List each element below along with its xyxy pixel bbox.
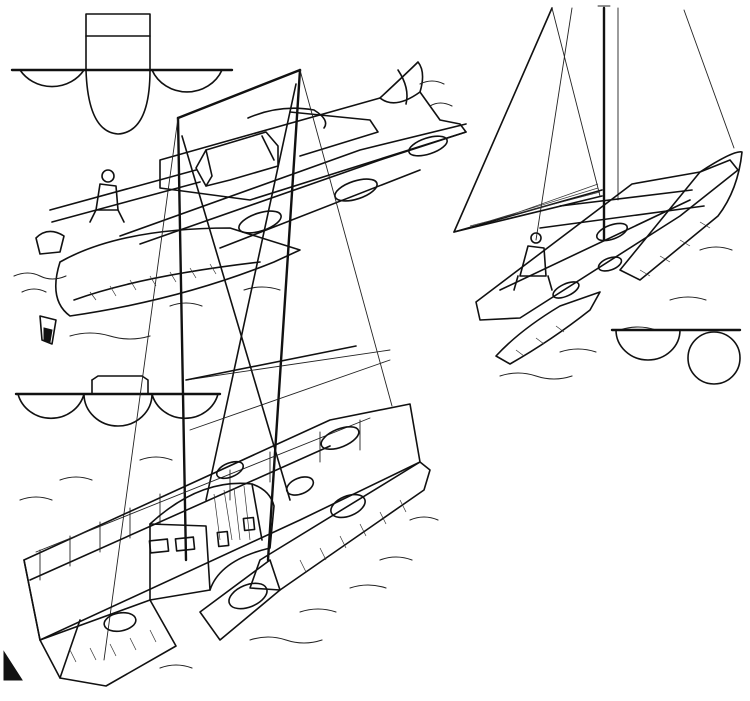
section-triple-hulls: [14, 375, 222, 427]
corner-marker: [3, 650, 23, 681]
section-pontoon-hulls: [610, 328, 742, 385]
catamaran-motor: [13, 61, 467, 345]
person-figure: [89, 169, 125, 223]
sailor-figure: [513, 232, 553, 291]
trimaran-cabin: [19, 68, 439, 687]
catamaran-sail: [453, 5, 743, 380]
section-cabin-hulls: [10, 13, 234, 135]
